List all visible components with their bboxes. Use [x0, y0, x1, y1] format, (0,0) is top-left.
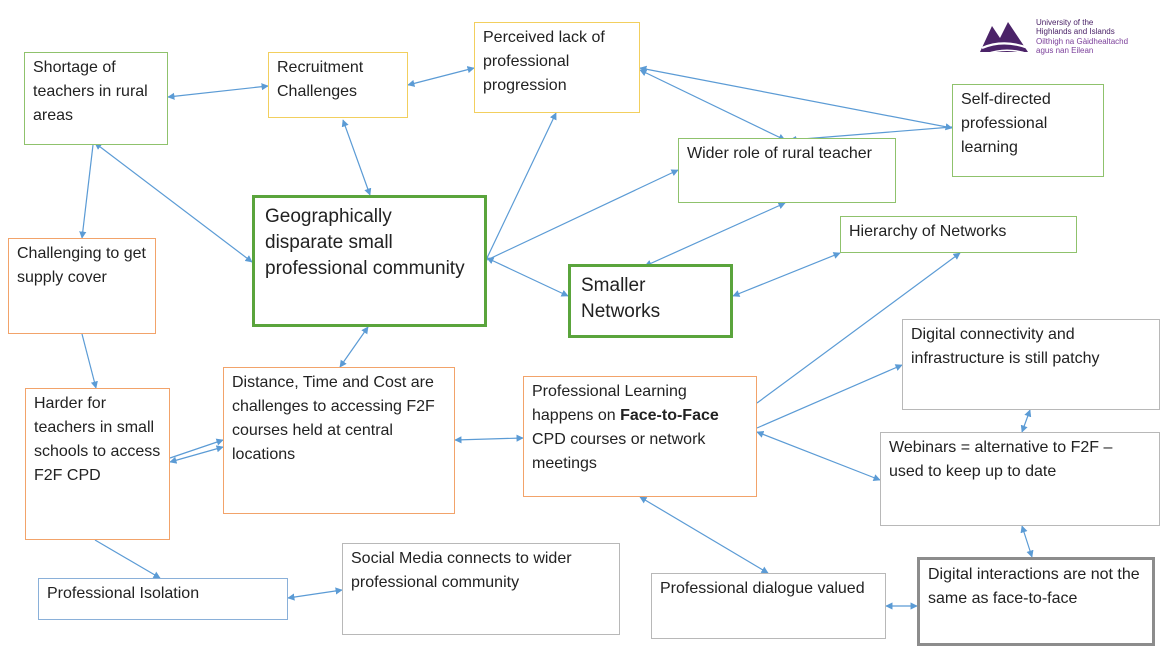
university-logo: University of the Highlands and Islands … — [978, 12, 1158, 72]
professional-learning-text-before: Professional Learning happens on — [532, 383, 687, 424]
link-selfdirected-widerrole — [789, 126, 953, 144]
link-harder-distance-b — [169, 438, 224, 459]
link-supply-harder — [81, 333, 98, 389]
link-webinars-proflearning — [756, 431, 881, 481]
node-social-media: Social Media connects to wider professio… — [342, 543, 620, 635]
node-digital-interactions: Digital interactions are not the same as… — [917, 557, 1155, 646]
node-digital-connectivity: Digital connectivity and infrastructure … — [902, 319, 1160, 410]
logo-text-line-4: agus nan Eilean — [1036, 46, 1094, 55]
node-wider-role-of-rural-teacher: Wider role of rural teacher — [678, 138, 896, 203]
mountain-logo-icon — [980, 22, 1029, 55]
professional-learning-text-bold: Face-to-Face — [620, 407, 719, 424]
link-shortage-recruitment — [167, 83, 269, 100]
node-professional-learning-f2f: Professional Learning happens on Face-to… — [523, 376, 757, 497]
link-geographic-progression — [486, 112, 557, 259]
node-hierarchy-of-networks: Hierarchy of Networks — [840, 216, 1077, 253]
link-proflearning-digitalconn — [756, 364, 903, 429]
node-distance-time-cost: Distance, Time and Cost are challenges t… — [223, 367, 455, 514]
node-geographically-disparate-community: Geographically disparate small professio… — [252, 195, 487, 327]
link-webinars-digitalinteractions — [1020, 525, 1034, 558]
node-professional-isolation: Professional Isolation — [38, 578, 288, 620]
link-progression-widerrole — [639, 69, 786, 141]
link-recruitment-geographic — [341, 119, 372, 196]
link-recruitment-progression — [407, 66, 475, 87]
link-progression-selfdirected — [639, 65, 953, 131]
link-harder-isolation — [94, 539, 161, 579]
node-smaller-networks: Smaller Networks — [568, 264, 733, 338]
link-distance-proflearning — [454, 434, 524, 444]
node-recruitment-challenges: Recruitment Challenges — [268, 52, 408, 118]
link-digitalconn-webinars — [1020, 409, 1032, 433]
node-harder-to-access-cpd: Harder for teachers in small schools to … — [25, 388, 170, 540]
link-isolation-socialmedia — [287, 587, 343, 601]
link-geographic-widerrole — [486, 169, 679, 261]
link-shortage-geographic — [94, 142, 253, 263]
logo-text-line-1: University of the — [1036, 18, 1094, 27]
logo-text-line-3: Oilthigh na Gàidhealtachd — [1036, 37, 1129, 46]
node-perceived-lack-of-progression: Perceived lack of professional progressi… — [474, 22, 640, 113]
professional-learning-text-after: CPD courses or network meetings — [532, 431, 706, 472]
node-professional-dialogue: Professional dialogue valued — [651, 573, 886, 639]
node-self-directed-learning: Self-directed professional learning — [952, 84, 1104, 177]
link-proflearning-hierarchy — [756, 252, 961, 404]
link-shortage-supply — [79, 144, 94, 239]
node-webinars-alternative: Webinars = alternative to F2F – used to … — [880, 432, 1160, 526]
link-widerrole-smallernetworks — [644, 202, 786, 267]
link-proflearning-dialogue — [639, 496, 769, 574]
link-harder-distance-a — [169, 445, 224, 464]
link-distance-geographic — [339, 326, 369, 368]
link-geographic-smallernetworks — [486, 257, 569, 297]
node-shortage-of-teachers: Shortage of teachers in rural areas — [24, 52, 168, 145]
node-challenging-supply-cover: Challenging to get supply cover — [8, 238, 156, 334]
logo-text-line-2: Highlands and Islands — [1036, 27, 1115, 36]
link-hierarchy-smallernetworks — [732, 252, 841, 297]
